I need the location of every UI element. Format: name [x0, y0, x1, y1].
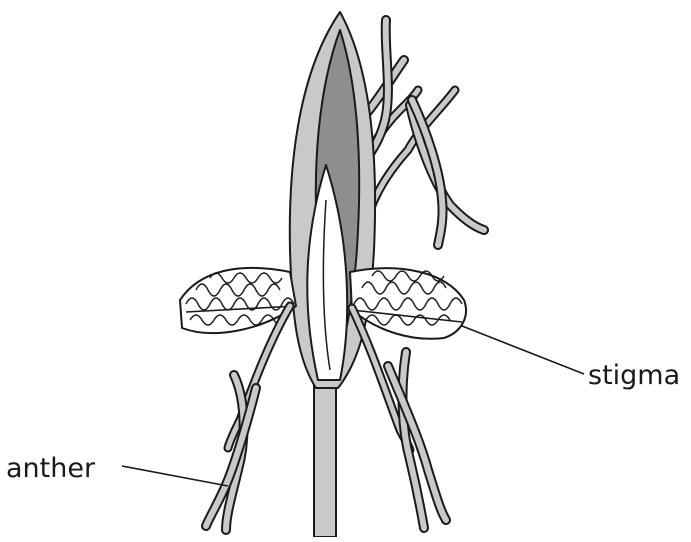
- anther-leader-line: [122, 466, 228, 486]
- stigma-leader-line: [462, 326, 584, 374]
- lower-anther-right: [388, 352, 446, 528]
- stigma-label: stigma: [588, 362, 680, 389]
- flower-stalk: [314, 370, 336, 537]
- stigma-right: [350, 268, 466, 339]
- anther-label: anther: [6, 455, 95, 482]
- lower-anther-left: [206, 375, 256, 530]
- upper-anther-2: [410, 100, 484, 245]
